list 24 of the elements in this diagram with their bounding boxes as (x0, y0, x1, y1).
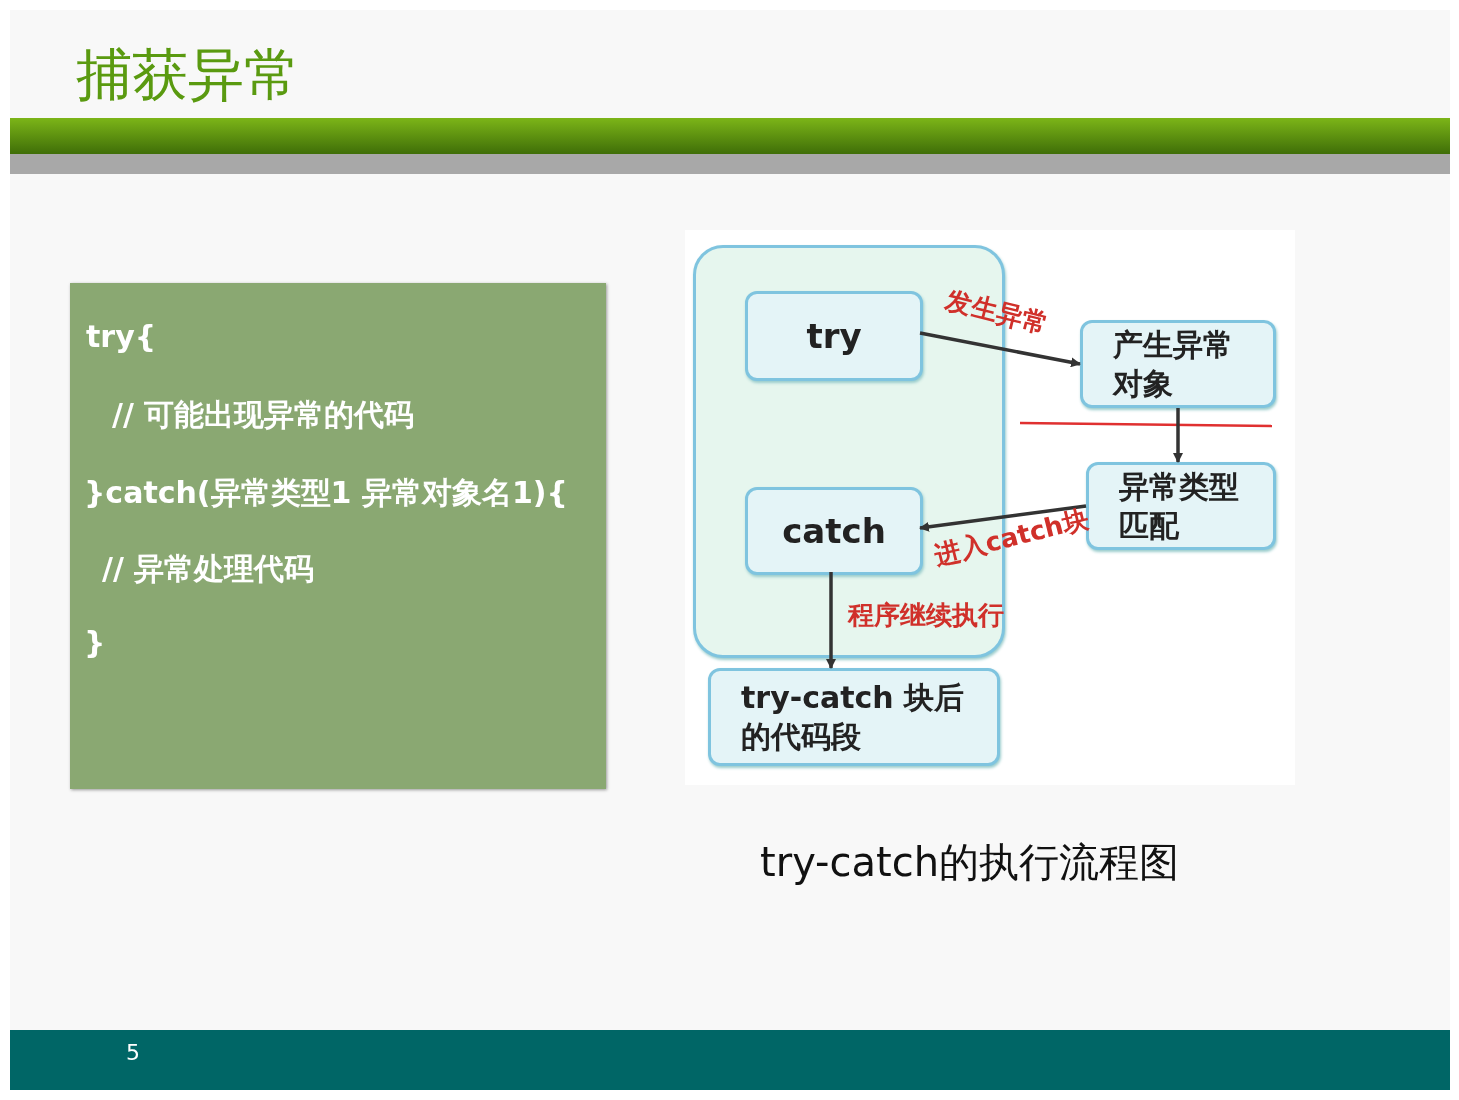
arrow (919, 504, 1087, 532)
arrow (919, 331, 1081, 368)
edge-label: 程序继续执行 (848, 599, 1004, 632)
code-line: } (84, 625, 106, 660)
arrow (826, 572, 836, 669)
edge-label: 发生异常 (942, 283, 1052, 342)
caption: try-catch的执行流程图 (760, 838, 1180, 887)
edge-label: 进入catch块 (931, 502, 1093, 573)
process-box (708, 668, 1000, 766)
node-text: try-catch 块后的代码段 (741, 679, 966, 756)
process-box (745, 487, 923, 575)
node-text: catch (782, 509, 886, 553)
process-box (745, 291, 923, 381)
page-number: 5 (126, 1040, 140, 1065)
node-text: try (806, 314, 862, 358)
node-text: 产生异常对象 (1113, 326, 1234, 403)
process-box (1080, 320, 1276, 408)
code-line: try{ (86, 319, 157, 354)
node-text: 异常类型匹配 (1119, 468, 1240, 545)
code-line: // 可能出现异常的代码 (112, 396, 415, 434)
slide-title: 捕获异常 (76, 41, 300, 109)
code-line: // 异常处理代码 (102, 550, 315, 588)
code-line: }catch(异常类型1 异常对象名1){ (84, 474, 568, 512)
arrow (1173, 408, 1183, 463)
